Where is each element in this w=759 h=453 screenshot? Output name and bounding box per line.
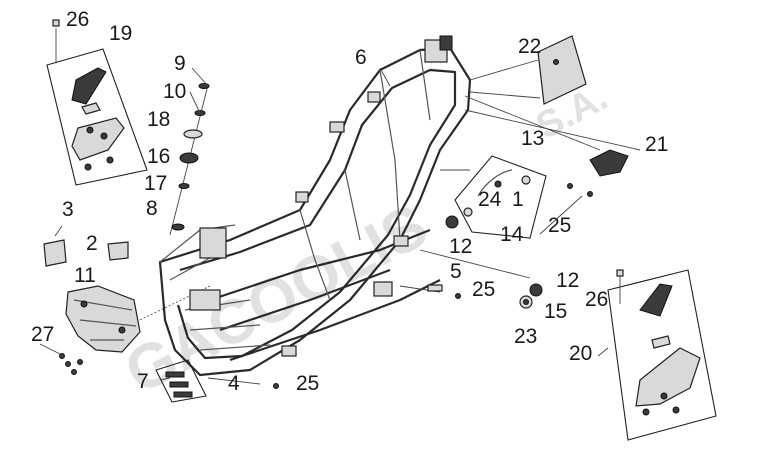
plates-7 [155, 359, 207, 403]
callout-11: 11 [74, 264, 96, 287]
callout-2: 2 [86, 232, 98, 255]
leader-lines [39, 67, 609, 381]
plate-22 [469, 35, 587, 105]
callout-4: 4 [228, 372, 240, 395]
bracket-3 [43, 225, 67, 267]
callout-12-right: 12 [556, 269, 579, 292]
callout-21: 21 [645, 133, 668, 156]
callout-6: 6 [355, 46, 367, 69]
callout-25-right: 25 [548, 214, 571, 237]
footrest-body-right [635, 347, 701, 407]
callout-27: 27 [31, 323, 54, 346]
callout-14: 14 [500, 223, 524, 246]
footrest-right-group [607, 269, 717, 441]
callout-1: 1 [512, 188, 524, 211]
bracket-21 [464, 95, 641, 197]
callout-5: 5 [450, 260, 462, 283]
footrest-bracket-left [81, 102, 101, 115]
callout-9: 9 [174, 52, 186, 75]
footrest-body-left [71, 117, 125, 161]
bushing-stack [169, 67, 210, 236]
footrest-left-group [46, 19, 148, 186]
callout-12-mid: 12 [449, 235, 472, 258]
callout-7: 7 [137, 370, 149, 393]
nut-12-top [445, 215, 459, 229]
callout-labels: 26 19 9 10 18 16 17 8 6 22 13 21 24 1 14… [31, 8, 668, 395]
callout-16: 16 [147, 145, 170, 168]
callout-24: 24 [478, 188, 502, 211]
bolt-4 [207, 377, 279, 389]
callout-22: 22 [518, 35, 541, 58]
frame-outline [158, 46, 472, 377]
scooter-frame [158, 35, 472, 377]
footrest-pad-left [71, 67, 107, 105]
footrest-left-box [46, 48, 148, 186]
callout-13: 13 [521, 127, 544, 150]
callout-17: 17 [144, 172, 167, 195]
footrest-right-box [607, 269, 717, 441]
callout-26-right: 26 [585, 288, 608, 311]
callout-23: 23 [514, 325, 537, 348]
callout-25-bottom: 25 [296, 372, 319, 395]
callout-26-left: 26 [66, 8, 89, 31]
callout-18: 18 [147, 108, 170, 131]
frame-inner-rail [176, 68, 457, 360]
bracket-11-body [65, 285, 141, 353]
callout-10: 10 [163, 80, 186, 103]
callout-8: 8 [146, 197, 158, 220]
fastener-group-right [399, 249, 543, 309]
callout-25-mid: 25 [472, 278, 495, 301]
callout-19: 19 [109, 22, 132, 45]
parts-box-13 [440, 155, 547, 239]
callout-3: 3 [62, 198, 74, 221]
bracket-2 [107, 241, 129, 261]
callout-15: 15 [544, 300, 567, 323]
callout-20: 20 [569, 342, 592, 365]
footrest-pad-right [639, 283, 673, 317]
